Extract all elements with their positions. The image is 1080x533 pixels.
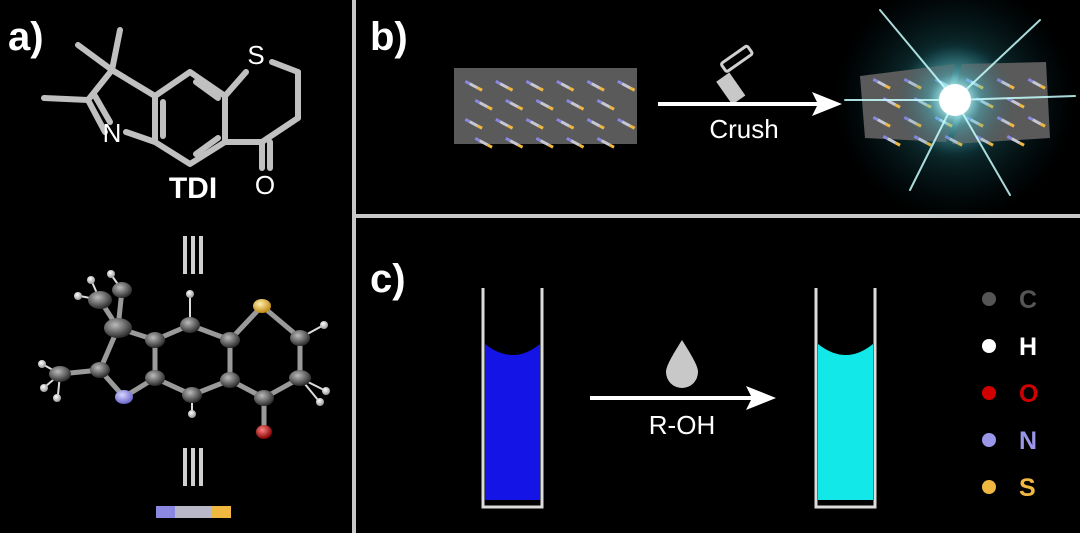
crystal-molecule	[882, 135, 901, 147]
crystal-molecule	[596, 136, 615, 149]
legend-swatch-s	[982, 480, 996, 494]
crystal-molecule	[556, 117, 575, 130]
legend-label-o: O	[1019, 380, 1038, 408]
crystal-molecule	[586, 80, 605, 92]
alcohol-arrow	[590, 386, 776, 410]
crystal-molecule	[474, 137, 493, 149]
nitrogen-atom-label: N	[103, 118, 122, 148]
crystal-molecule	[1006, 134, 1025, 147]
light-flash	[844, 9, 1076, 196]
panel-a-label: a)	[8, 15, 44, 59]
crystal-molecule	[617, 80, 636, 92]
crystal-molecule	[495, 118, 514, 130]
molecule-schematic-bar	[156, 506, 231, 518]
crystal-molecule	[525, 117, 544, 130]
crush-label: Crush	[709, 114, 778, 144]
legend-label-n: N	[1019, 427, 1037, 455]
crystal-molecules	[464, 79, 636, 149]
crystal-molecule	[566, 98, 585, 111]
crystal-molecule	[617, 117, 636, 130]
hammer-icon	[716, 44, 754, 105]
crystal-molecule	[872, 116, 891, 128]
equivalence-mark-top	[183, 236, 203, 274]
crystal-intact	[454, 68, 637, 149]
crystal-molecule	[505, 136, 524, 149]
crystal-crushed	[835, 0, 1076, 220]
legend-swatch-h	[982, 339, 996, 353]
legend-label-s: S	[1019, 474, 1036, 502]
droplet-icon	[666, 340, 698, 388]
legend-swatch-o	[982, 386, 996, 400]
crystal-molecule	[464, 80, 483, 92]
crystal-molecule	[535, 98, 554, 111]
crystal-molecule	[464, 118, 483, 130]
crystal-molecule	[1027, 115, 1046, 128]
cuvette-after	[814, 288, 877, 509]
crystal-molecule	[556, 79, 575, 92]
crystal-molecule	[872, 78, 891, 90]
crush-arrow	[658, 92, 842, 116]
legend-swatch-c	[982, 292, 996, 306]
cuvette-before	[481, 288, 544, 509]
molecule-name: TDI	[169, 172, 217, 205]
equivalence-mark-bottom	[183, 448, 203, 486]
crystal-molecule	[525, 79, 544, 92]
legend-label-h: H	[1019, 333, 1037, 361]
panel-c-label: c)	[370, 257, 406, 301]
tdi-skeletal-structure	[41, 27, 301, 171]
crystal-molecule	[586, 118, 605, 130]
crystal-molecule	[505, 98, 524, 111]
crystal-molecule	[474, 99, 493, 111]
crystal-molecule	[535, 136, 554, 149]
crystal-molecule	[596, 98, 615, 111]
crystal-molecule	[1027, 78, 1046, 90]
crystal-molecule	[566, 136, 585, 149]
panel-b-label: b)	[370, 15, 408, 59]
alcohol-label: R-OH	[649, 410, 715, 440]
crystal-molecule	[495, 80, 514, 92]
sulfur-atom-label: S	[247, 40, 264, 70]
oxygen-atom-label: O	[255, 170, 275, 200]
legend-label-c: C	[1019, 286, 1037, 314]
tdi-crystal-structure	[38, 270, 330, 439]
legend-swatch-n	[982, 433, 996, 447]
